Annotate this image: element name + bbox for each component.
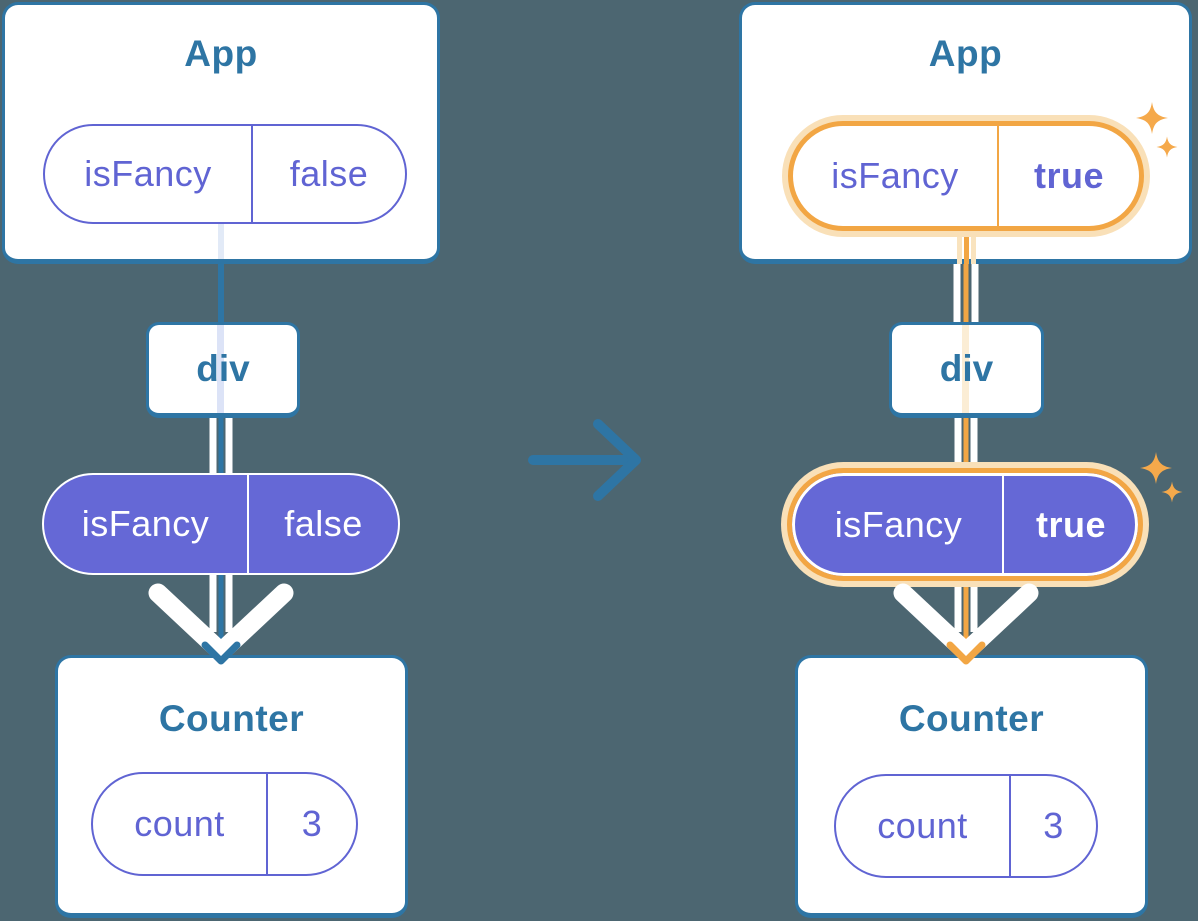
component-title: Counter xyxy=(898,698,1045,739)
prop-name: isFancy xyxy=(44,475,249,573)
state-value: true xyxy=(1033,155,1104,196)
component-title: div xyxy=(939,348,994,389)
div-card-after: div xyxy=(889,322,1044,418)
prop-pill-after: isFancy true xyxy=(787,468,1143,581)
prop-name: isFancy xyxy=(792,473,1004,576)
app-card-after: App isFancy true xyxy=(739,2,1192,264)
state-value: 3 xyxy=(1043,805,1064,846)
counter-card-after: Counter count 3 xyxy=(795,655,1148,918)
app-state-pill-before: isFancy false xyxy=(43,124,407,224)
component-title: App xyxy=(928,33,1003,74)
through-line xyxy=(971,226,976,264)
through-line xyxy=(217,325,224,413)
state-value: false xyxy=(289,153,369,194)
through-line xyxy=(218,221,224,259)
component-title: Counter xyxy=(158,698,305,739)
counter-state-pill-before: count 3 xyxy=(91,772,358,876)
through-line xyxy=(964,226,969,264)
state-name: isFancy xyxy=(45,126,253,222)
component-title: div xyxy=(196,348,250,389)
through-line xyxy=(957,226,962,264)
counter-state-pill-after: count 3 xyxy=(834,774,1098,878)
state-name: isFancy xyxy=(793,126,999,226)
div-card-before: div xyxy=(146,322,300,418)
state-value: 3 xyxy=(301,803,323,844)
app-card-before: App isFancy false xyxy=(2,2,440,264)
state-name: count xyxy=(93,774,268,874)
prop-arrow-icon xyxy=(148,583,294,662)
through-line xyxy=(962,325,969,413)
prop-value: false xyxy=(284,503,363,544)
state-name: count xyxy=(836,776,1011,876)
prop-pill-before: isFancy false xyxy=(42,473,400,575)
sparkle-icon xyxy=(1140,452,1183,503)
app-state-pill-after: isFancy true xyxy=(788,121,1144,231)
prop-value: true xyxy=(1035,503,1106,545)
component-title: App xyxy=(184,33,258,74)
counter-card-before: Counter count 3 xyxy=(55,655,408,918)
transition-arrow-icon xyxy=(528,419,641,501)
prop-arrow-icon xyxy=(893,583,1039,662)
